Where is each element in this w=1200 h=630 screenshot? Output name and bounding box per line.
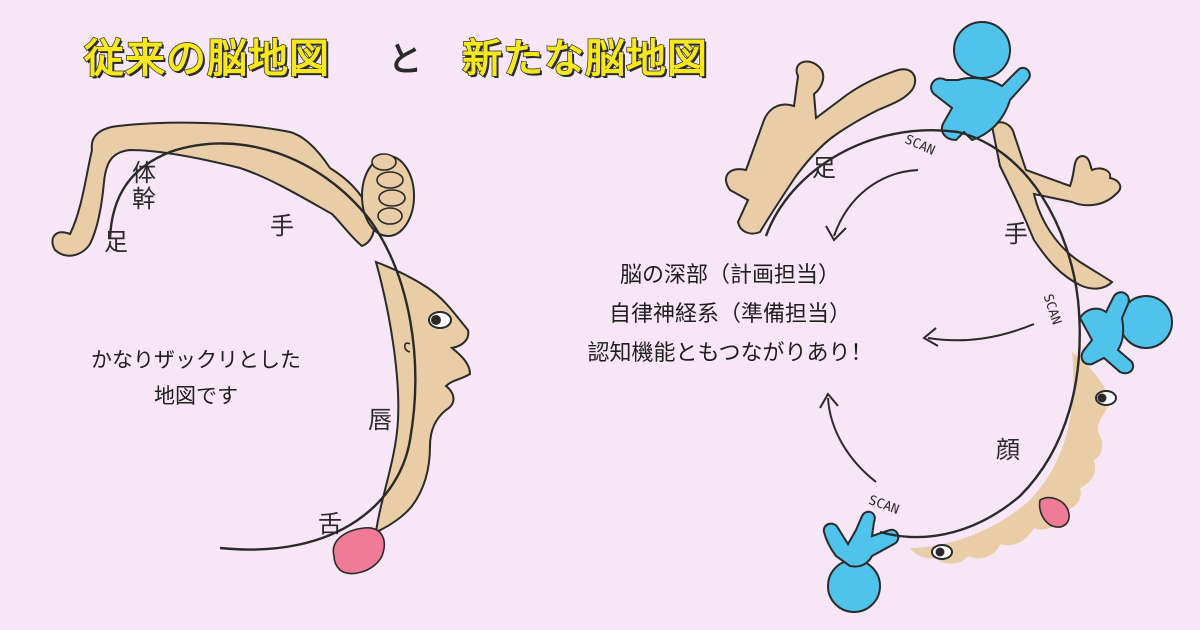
label-foot-right: 足 [812,154,836,182]
left-fist-shape [361,153,415,237]
right-brain-curve [764,129,1081,539]
arrow-bottom [827,397,877,483]
label-trunk: 体幹 [132,159,156,213]
scan-arrows [819,169,1035,483]
label-face: 顔 [996,436,1020,464]
note-left: かなりザックリとした 地図です [60,342,332,414]
arrow-middle [927,323,1035,342]
left-face-shape [374,260,472,534]
person-figure-bottom [822,510,900,613]
label-hand-right: 手 [1004,220,1028,248]
traditional-brain-map [51,121,472,575]
new-brain-map [725,21,1173,613]
note-center-line-2: 自律神経系（準備担当） [608,302,851,327]
right-leg-shape [725,60,917,235]
arrow-top [833,169,919,237]
person-figure-top [930,21,1031,142]
title-connector: と [388,40,423,80]
left-tongue-shape [332,527,386,575]
note-center: 脳の深部（計画担当） 自律神経系（準備担当） 認知機能ともつながりあり！ [540,256,920,373]
note-left-line-2: 地図です [154,384,238,408]
left-brain-curve [108,142,417,551]
title-new-map: 新たな脳地図 [461,35,708,82]
title-old-map: 従来の脳地図 [83,35,330,82]
right-arm-shape [990,121,1122,290]
note-center-line-1: 脳の深部（計画担当） [619,263,840,288]
label-foot-left: 足 [104,228,128,256]
label-tongue: 舌 [318,510,342,538]
note-left-line-1: かなりザックリとした [91,348,301,372]
right-tongue-shape [1038,496,1070,528]
note-center-line-3: 認知機能ともつながりあり！ [587,341,873,366]
label-lips: 唇 [368,406,392,434]
label-hand-left: 手 [270,212,294,240]
person-figure-right [1078,291,1173,375]
